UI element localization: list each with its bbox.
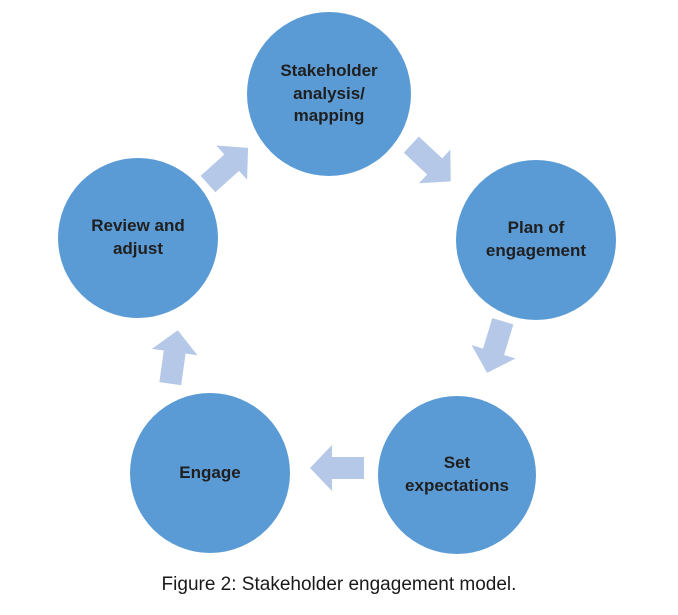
node-label-stakeholder-analysis-mapping: Stakeholder analysis/ mapping bbox=[280, 60, 378, 126]
node-review-and-adjust: Review and adjust bbox=[58, 158, 218, 318]
cycle-arrow-engage-to-review-icon bbox=[151, 330, 198, 386]
cycle-arrow-analysis-to-plan-icon bbox=[403, 136, 451, 184]
cycle-arrow-review-to-analysis-icon bbox=[200, 145, 249, 193]
node-stakeholder-analysis-mapping: Stakeholder analysis/ mapping bbox=[247, 12, 411, 176]
node-label-review-and-adjust: Review and adjust bbox=[91, 216, 185, 258]
cycle-arrow-plan-to-expectations-icon bbox=[471, 317, 516, 373]
node-set-expectations: Set expectations bbox=[378, 396, 536, 554]
node-label-engage: Engage bbox=[179, 462, 241, 482]
node-engage: Engage bbox=[130, 393, 290, 553]
node-label-plan-of-engagement: Plan of engagement bbox=[485, 218, 587, 260]
node-plan-of-engagement: Plan of engagement bbox=[456, 160, 616, 320]
figure-caption: Figure 2: Stakeholder engagement model. bbox=[161, 574, 517, 595]
cycle-arrow-expectations-to-engage-icon bbox=[310, 445, 364, 491]
node-label-set-expectations: Set expectations bbox=[405, 453, 509, 495]
